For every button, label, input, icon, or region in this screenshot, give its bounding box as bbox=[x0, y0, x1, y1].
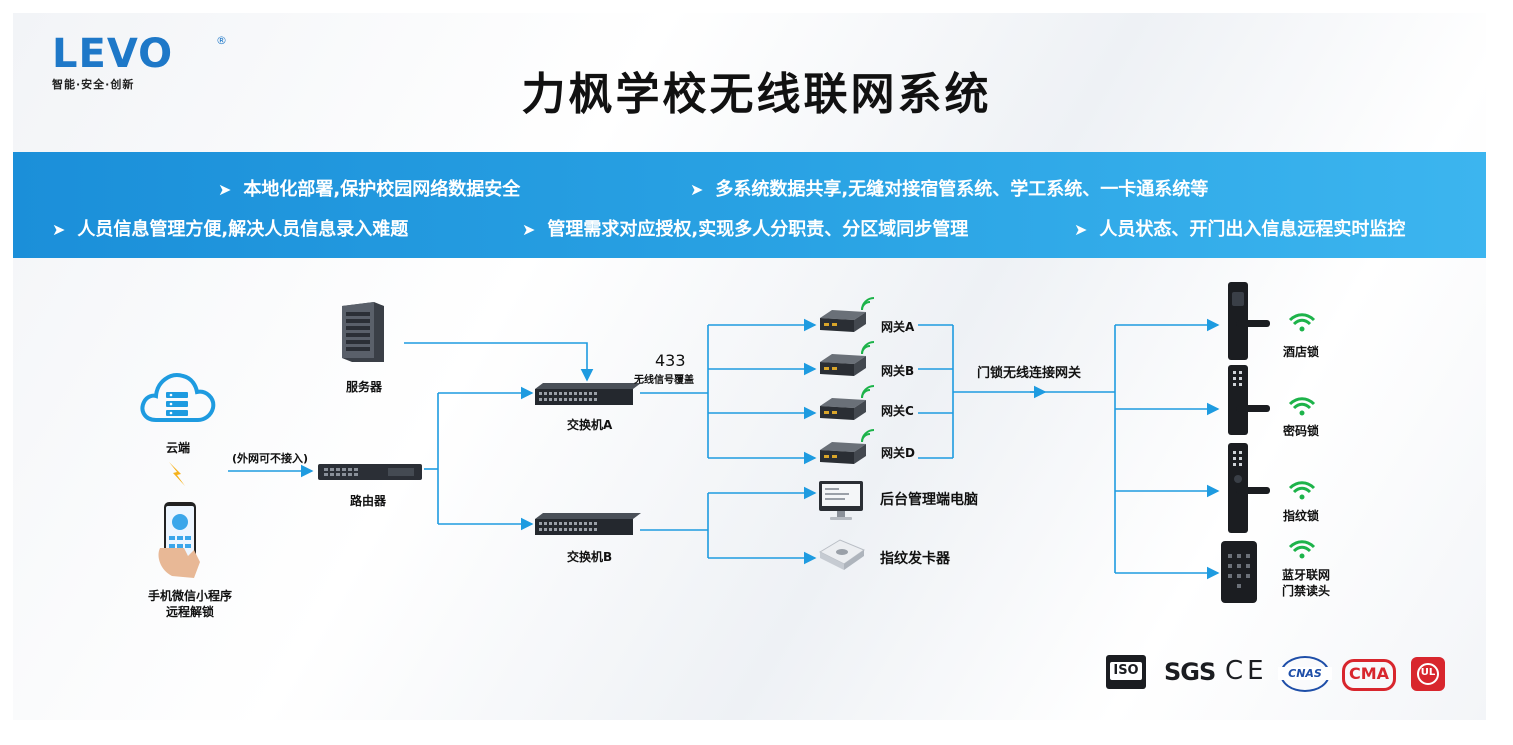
feature-item: ➤ 管理需求对应授权,实现多人分职责、分区域同步管理 bbox=[522, 215, 968, 241]
gateway-a-device bbox=[818, 296, 878, 336]
brand-logo: LEVO ® 智能·安全·创新 bbox=[52, 31, 227, 92]
admin-pc-label: 后台管理端电脑 bbox=[880, 492, 978, 508]
feature-text: 管理需求对应授权,实现多人分职责、分区域同步管理 bbox=[547, 219, 969, 240]
reader-label-line2: 门禁读头 bbox=[1281, 584, 1330, 598]
cma-cert-text: CMA bbox=[1348, 664, 1390, 683]
ul-cert-logo: UL bbox=[1411, 657, 1445, 691]
phone-label-line1: 手机微信小程序 bbox=[147, 589, 232, 603]
smartphone-icon bbox=[158, 502, 200, 578]
iso-cert-logo: ISO bbox=[1106, 655, 1146, 689]
cnas-cert-logo: CNAS bbox=[1278, 656, 1332, 692]
gateway-icon bbox=[820, 385, 875, 420]
router-label: 路由器 bbox=[350, 494, 387, 508]
fingerprint-lock-device bbox=[1228, 443, 1270, 533]
page-title: 力枫学校无线联网系统 bbox=[521, 69, 992, 120]
hotel-lock-device bbox=[1228, 282, 1270, 360]
gateway-b-device bbox=[818, 340, 878, 380]
gateway-c-device bbox=[818, 384, 878, 424]
chevron-right-icon: ➤ bbox=[1074, 220, 1088, 239]
feature-text: 本地化部署,保护校园网络数据安全 bbox=[243, 179, 521, 200]
server-device bbox=[342, 302, 384, 362]
signal-coverage-label: 无线信号覆盖 bbox=[634, 375, 694, 386]
gateway-c-label: 网关C bbox=[881, 404, 914, 418]
server-label: 服务器 bbox=[346, 380, 383, 394]
phone-label-line2: 远程解锁 bbox=[165, 605, 214, 619]
link-server bbox=[404, 342, 594, 382]
gateway-icon bbox=[820, 429, 875, 464]
switch-a-device bbox=[535, 383, 641, 405]
signal-frequency: 433 bbox=[655, 351, 686, 370]
iso-cert-text: ISO bbox=[1113, 663, 1139, 678]
ul-cert-text: UL bbox=[1420, 667, 1436, 678]
cloud-label: 云端 bbox=[166, 441, 191, 455]
card-issuer-label: 指纹发卡器 bbox=[880, 551, 950, 567]
chevron-right-icon: ➤ bbox=[218, 180, 232, 199]
registered-mark: ® bbox=[216, 34, 227, 47]
gateway-b-label: 网关B bbox=[881, 364, 915, 378]
gateway-icon bbox=[820, 341, 875, 376]
feature-item: ➤ 人员状态、开门出入信息远程实时监控 bbox=[1074, 215, 1405, 241]
brand-name: LEVO bbox=[52, 31, 174, 77]
bluetooth-reader-label: 蓝牙联网 门禁读头 bbox=[1276, 567, 1336, 599]
cloud-icon bbox=[140, 373, 216, 422]
wifi-icon bbox=[1288, 313, 1316, 332]
chevron-right-icon: ➤ bbox=[52, 220, 66, 239]
wifi-icon bbox=[1288, 397, 1316, 416]
computer-icon bbox=[819, 481, 863, 520]
gateway-link-label: 门锁无线连接网关 bbox=[977, 366, 1082, 381]
gateway-a-label: 网关A bbox=[881, 320, 915, 334]
feature-item: ➤ 本地化部署,保护校园网络数据安全 bbox=[218, 175, 520, 201]
external-network-note: (外网可不接入) bbox=[232, 452, 309, 465]
brand-tagline: 智能·安全·创新 bbox=[52, 78, 135, 91]
switch-b-device bbox=[535, 513, 641, 535]
feature-item: ➤ 人员信息管理方便,解决人员信息录入难题 bbox=[52, 215, 408, 241]
bluetooth-reader-device bbox=[1221, 541, 1257, 603]
switch-b-label: 交换机B bbox=[567, 550, 613, 564]
phone-label: 手机微信小程序 远程解锁 bbox=[140, 588, 240, 620]
wifi-icon bbox=[1288, 540, 1316, 559]
cnas-cert-text: CNAS bbox=[1278, 667, 1332, 680]
gateway-icon bbox=[820, 297, 875, 332]
feature-text: 多系统数据共享,无缝对接宿管系统、学工系统、一卡通系统等 bbox=[715, 179, 1209, 200]
gateway-d-device bbox=[818, 428, 878, 468]
switch-a-label: 交换机A bbox=[567, 418, 613, 432]
feature-text: 人员信息管理方便,解决人员信息录入难题 bbox=[77, 219, 409, 240]
wifi-icon bbox=[1288, 481, 1316, 500]
password-lock-device bbox=[1228, 365, 1270, 435]
sgs-cert-logo: SGS bbox=[1164, 658, 1216, 686]
feature-text: 人员状态、开门出入信息远程实时监控 bbox=[1099, 219, 1406, 240]
ce-cert-logo: CE bbox=[1225, 656, 1268, 686]
chevron-right-icon: ➤ bbox=[690, 180, 704, 199]
reader-label-line1: 蓝牙联网 bbox=[1281, 568, 1330, 582]
password-lock-label: 密码锁 bbox=[1283, 424, 1320, 438]
lightning-icon bbox=[169, 462, 185, 486]
feature-item: ➤ 多系统数据共享,无缝对接宿管系统、学工系统、一卡通系统等 bbox=[690, 175, 1208, 201]
fingerprint-lock-label: 指纹锁 bbox=[1283, 509, 1320, 523]
hotel-lock-label: 酒店锁 bbox=[1283, 345, 1320, 359]
card-issuer-icon bbox=[818, 539, 866, 570]
cma-cert-logo: CMA bbox=[1342, 659, 1396, 691]
chevron-right-icon: ➤ bbox=[522, 220, 536, 239]
gateway-d-label: 网关D bbox=[881, 446, 915, 460]
feature-banner bbox=[13, 152, 1486, 258]
router-device bbox=[318, 464, 422, 480]
